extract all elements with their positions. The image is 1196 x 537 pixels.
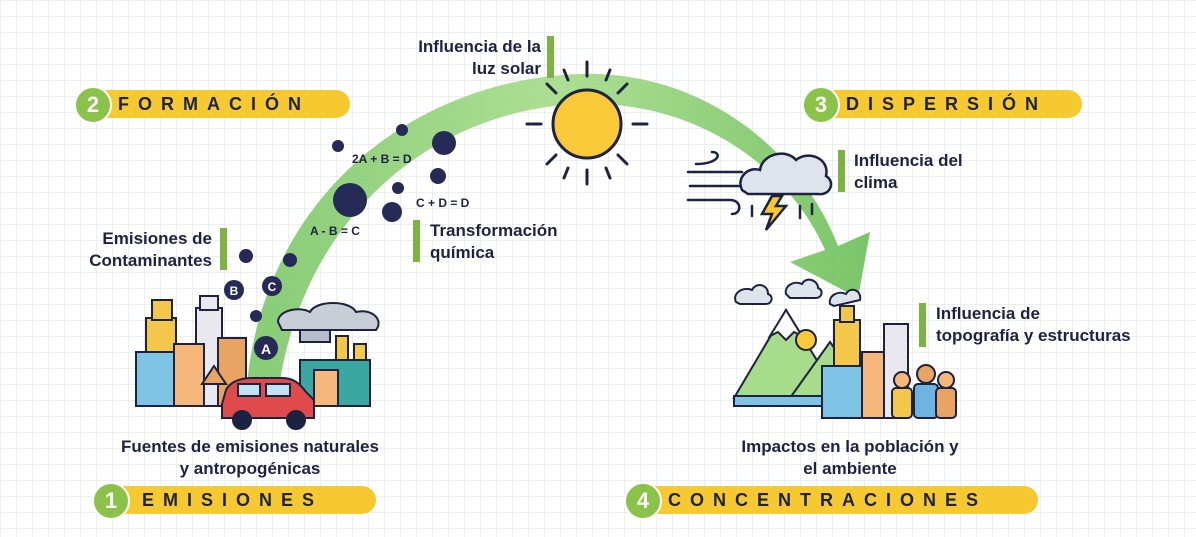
pollutant-particles	[239, 124, 456, 322]
sources-label-line-2: y antropogénicas	[179, 459, 321, 478]
climate-accent-bar	[838, 150, 845, 192]
sunlight-accent-bar	[547, 36, 554, 78]
process-arc	[246, 73, 870, 395]
stage-number: 1	[92, 482, 130, 520]
molecule-a	[254, 336, 278, 360]
topography-label-line-1: Influencia de	[936, 304, 1040, 323]
transformation-label-line-1: Transformación	[430, 221, 558, 240]
stage-title: DISPERSIÓN	[846, 94, 1048, 114]
molecule-a-text: A	[261, 341, 271, 357]
stage-number: 3	[802, 86, 840, 124]
transformation-accent-bar	[413, 220, 420, 262]
topography-label: Influencia de topografía y estructuras	[936, 303, 1131, 347]
molecule-b	[224, 280, 244, 300]
stage-dispersion: 3 DISPERSIÓN	[802, 86, 1082, 124]
impacts-label-line-1: Impactos en la población y	[741, 437, 959, 456]
climate-icon	[686, 150, 833, 231]
city-concentration-illustration	[732, 278, 957, 419]
climate-label-line-1: Influencia del	[854, 151, 963, 170]
topography-label-line-2: topografía y estructuras	[936, 326, 1131, 345]
sources-label-line-1: Fuentes de emisiones naturales	[121, 437, 379, 456]
stage-number: 2	[74, 86, 112, 124]
emission-pollutants-accent-bar	[220, 228, 227, 270]
sun-icon	[525, 60, 649, 186]
impacts-label: Impactos en la población y el ambiente	[700, 436, 1000, 480]
stage-concentrations: 4 CONCENTRACIONES	[624, 482, 1038, 520]
molecule-b-text: B	[230, 284, 239, 298]
sources-label: Fuentes de emisiones naturales y antropo…	[100, 436, 400, 480]
emission-pollutants-label-line-1: Emisiones de	[102, 229, 212, 248]
topography-accent-bar	[919, 303, 926, 347]
stage-formation: 2 FORMACIÓN	[74, 86, 350, 124]
wind-icon	[686, 150, 750, 216]
climate-label: Influencia del clima	[854, 150, 963, 194]
impacts-label-line-2: el ambiente	[803, 459, 897, 478]
climate-label-line-2: clima	[854, 173, 898, 192]
sunlight-label: Influencia de la luz solar	[395, 36, 541, 80]
equation-1: 2A + B = D	[352, 152, 412, 166]
stage-number: 4	[624, 482, 662, 520]
emission-pollutants-label: Emisiones de Contaminantes	[64, 228, 212, 272]
transformation-label: Transformación química	[430, 220, 558, 264]
sunlight-label-line-1: Influencia de la	[418, 37, 541, 56]
sunlight-label-line-2: luz solar	[472, 59, 541, 78]
stage-emissions: 1 EMISIONES	[92, 482, 376, 520]
stage-title: EMISIONES	[142, 490, 324, 510]
city-emissions-illustration	[135, 295, 380, 430]
equation-2: C + D = D	[416, 196, 470, 210]
stage-title: CONCENTRACIONES	[668, 490, 988, 510]
transformation-label-line-2: química	[430, 243, 495, 262]
molecule-c-text: C	[268, 280, 277, 294]
stage-title: FORMACIÓN	[118, 94, 310, 114]
emission-pollutants-label-line-2: Contaminantes	[89, 251, 212, 270]
molecule-labels: B C A	[224, 276, 282, 360]
molecule-c	[262, 276, 282, 296]
equation-3: A - B = C	[310, 224, 360, 238]
